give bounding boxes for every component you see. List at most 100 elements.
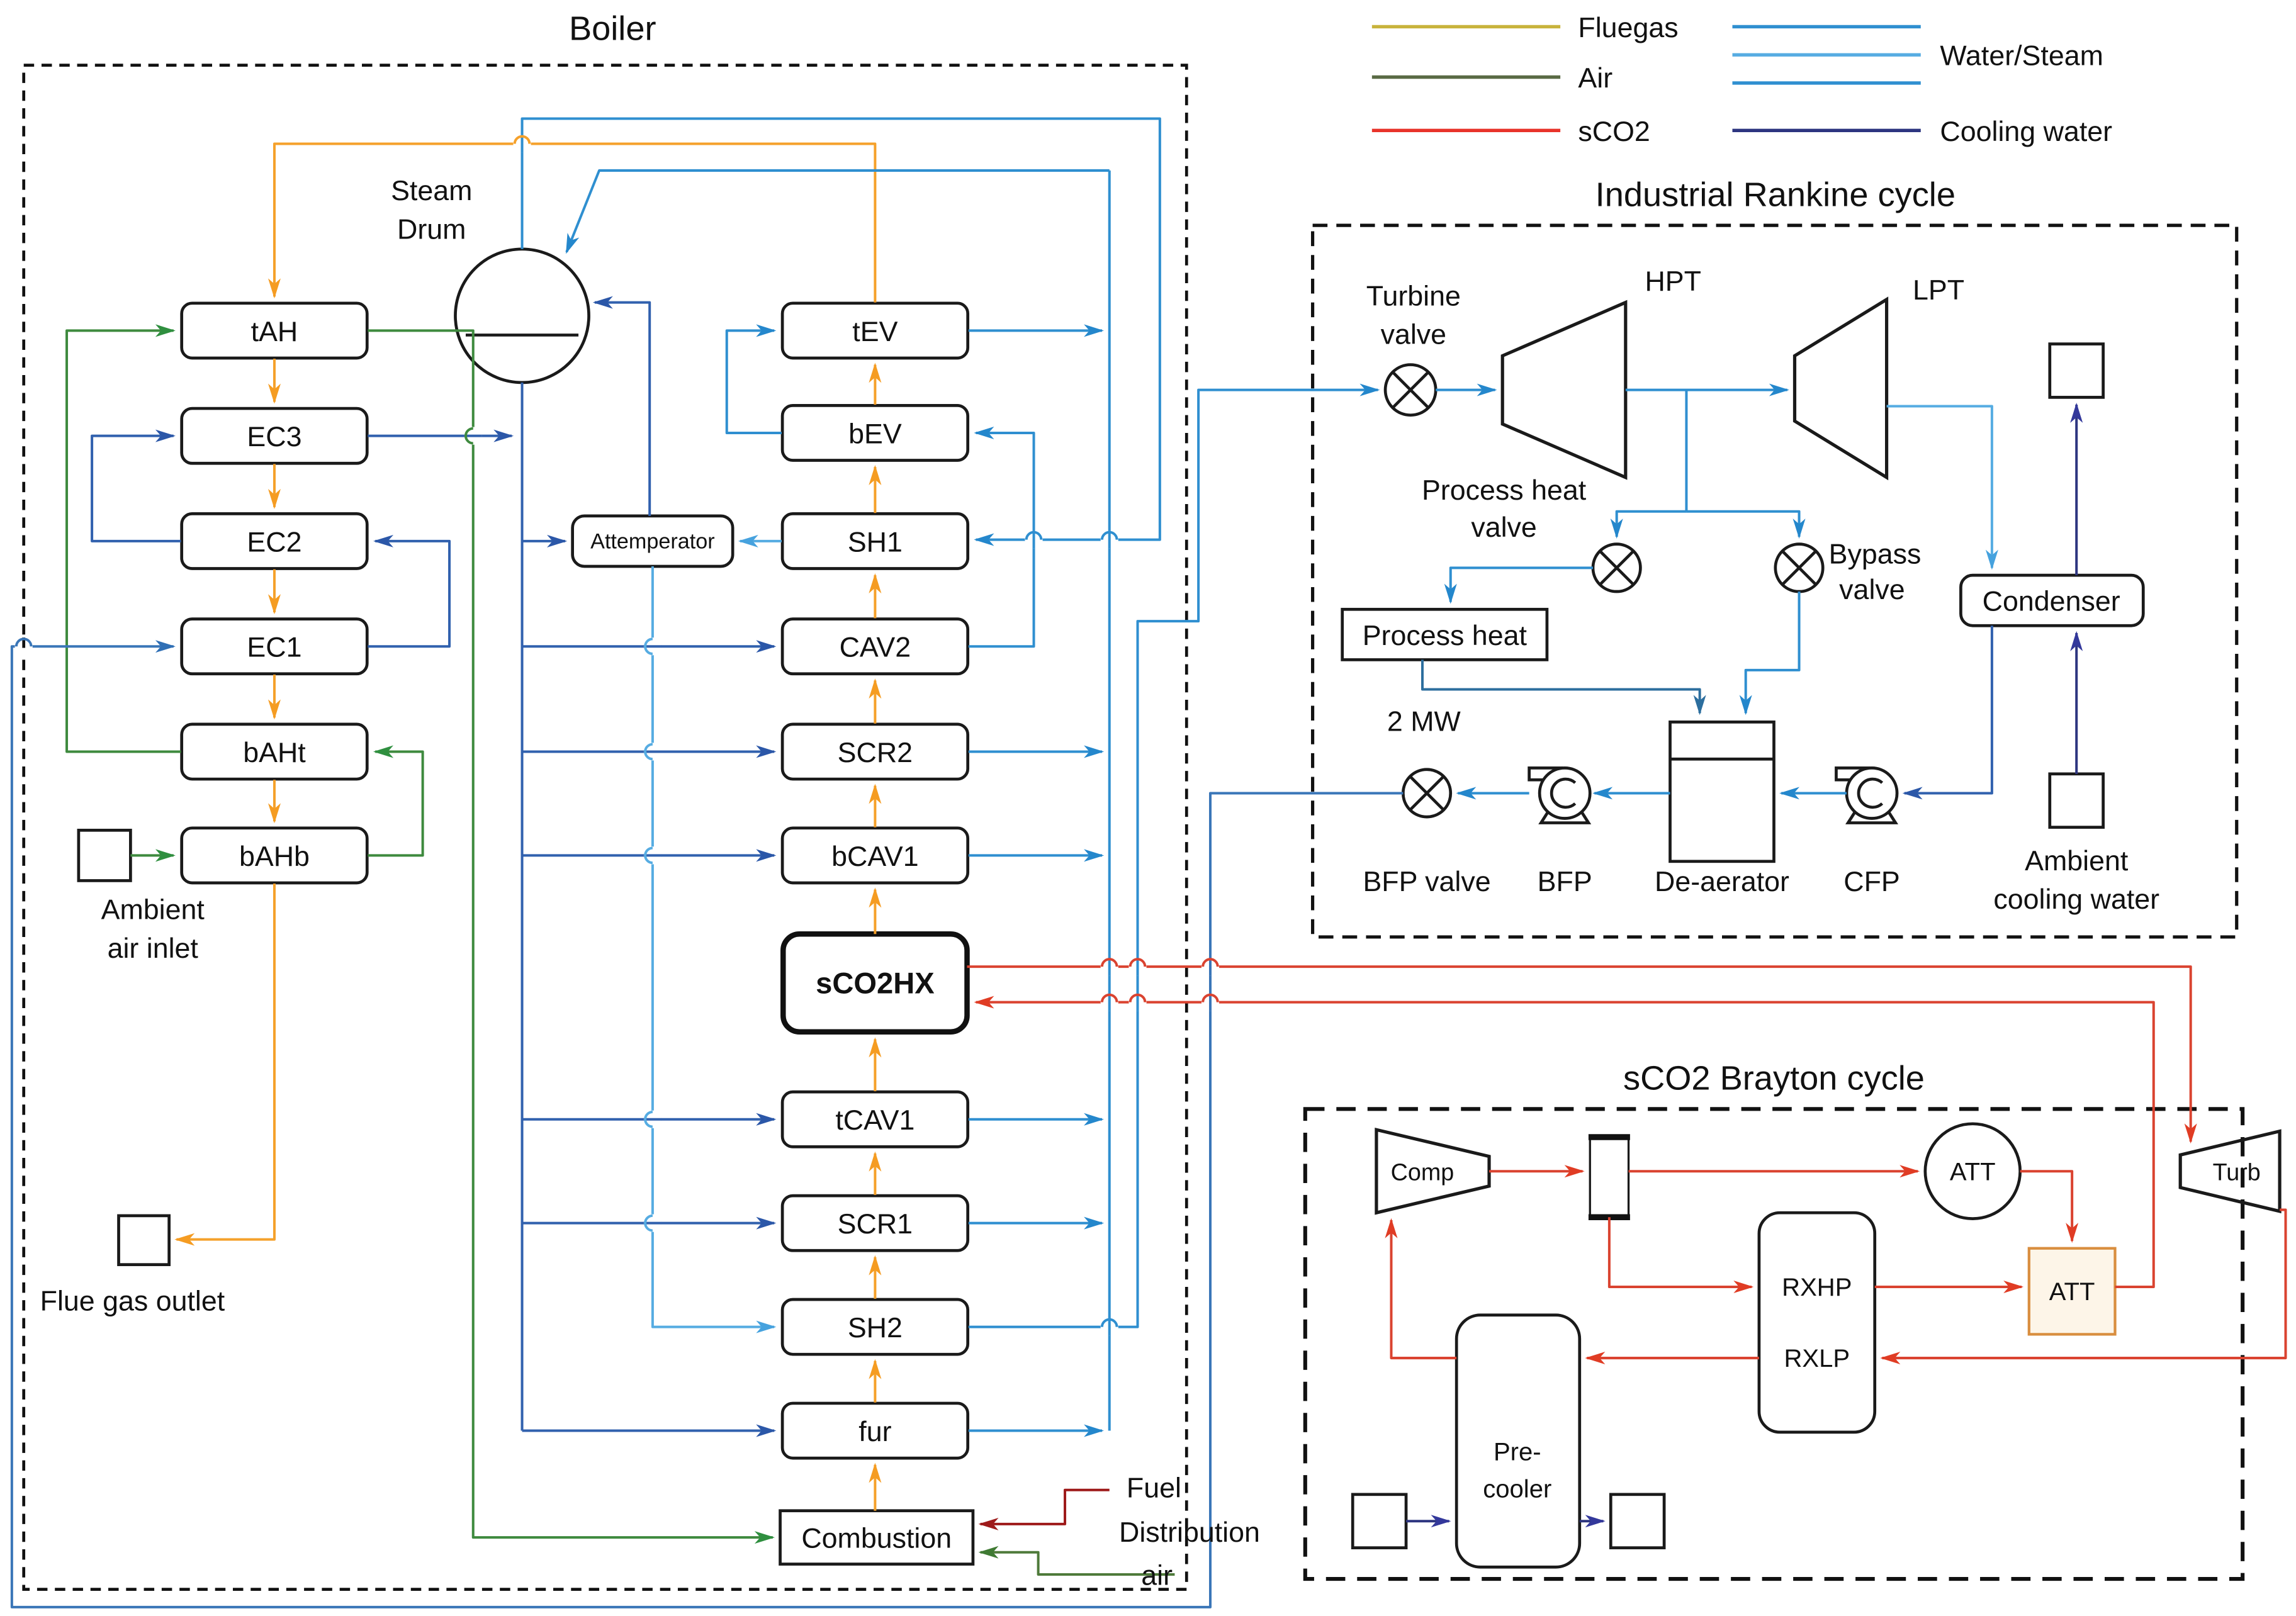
label-flue-gas-outlet: Flue gas outlet <box>40 1286 225 1317</box>
label-rxhp: RXHP <box>1782 1274 1852 1301</box>
rankine-boundary <box>1310 223 2239 939</box>
boiler-boundary <box>22 64 1188 1591</box>
water-lightsky-lines <box>651 405 1998 1333</box>
cooling-water-lines <box>1406 402 2083 1528</box>
sco2-flow-lines <box>967 965 2287 1365</box>
label-bypass-valve-2: valve <box>1839 574 1905 605</box>
label-turbine-valve-1: Turbine <box>1366 280 1461 311</box>
flow-splitter <box>1588 1134 1630 1220</box>
flue-gas-outlet-square <box>117 1214 171 1266</box>
brayton-title: sCO2 Brayton cycle <box>1623 1060 1925 1097</box>
label-fuel: Fuel <box>1127 1473 1181 1504</box>
bfp-valve-icon <box>1401 768 1453 819</box>
label-SH2: SH2 <box>848 1312 903 1344</box>
legend-fluegas-label: Fluegas <box>1578 12 1678 43</box>
rankine-labels: Turbine valve HPT LPT Process heat valve… <box>1363 266 2159 915</box>
label-sCO2HX: sCO2HX <box>816 967 935 1000</box>
box-CAV2 <box>780 617 970 676</box>
process-heat-box <box>1341 607 1549 661</box>
label-CAV2: CAV2 <box>840 632 911 663</box>
label-bfp-valve: BFP valve <box>1363 866 1490 897</box>
feedwater-return-line <box>10 640 1404 1608</box>
water-royal-lines <box>91 296 1993 1437</box>
label-ambient-air-2: air inlet <box>108 933 199 964</box>
label-att-heater: ATT <box>2049 1278 2095 1306</box>
box-bAHt <box>180 722 369 781</box>
box-SH1 <box>780 512 970 570</box>
recuperator-box <box>1757 1211 1877 1434</box>
brayton-boundary <box>1303 1107 2245 1581</box>
label-2mw: 2 MW <box>1387 705 1461 737</box>
label-process-heat-valve-2: valve <box>1471 512 1536 543</box>
box-tCAV1 <box>780 1090 970 1148</box>
label-tCAV1: tCAV1 <box>835 1104 914 1136</box>
label-bypass-valve-1: Bypass <box>1829 538 1922 570</box>
label-process-heat-valve-1: Process heat <box>1422 474 1587 506</box>
box-SCR2 <box>780 722 970 781</box>
cooling-in-square <box>1351 1493 1408 1549</box>
compressor-symbol <box>1375 1127 1491 1215</box>
label-ambient-cooling-1: Ambient <box>2025 845 2129 877</box>
label-EC1: EC1 <box>247 632 301 663</box>
label-lpt: LPT <box>1913 274 1964 306</box>
label-ambient-cooling-2: cooling water <box>1993 884 2159 915</box>
label-bfp: BFP <box>1538 866 1592 897</box>
legend-coolingwater-label: Cooling water <box>1940 116 2112 147</box>
boiler-shapes <box>77 247 975 1566</box>
turbine-valve-icon <box>1383 363 1438 417</box>
water-sky-lines <box>521 117 1847 1437</box>
label-SCR2: SCR2 <box>838 737 913 768</box>
label-attemperator: Attemperator <box>590 530 714 554</box>
air-flow-lines <box>65 324 1175 1576</box>
label-precooler-2: cooler <box>1483 1476 1551 1503</box>
label-steam-drum-2: Drum <box>397 213 466 245</box>
box-EC2 <box>180 512 369 570</box>
hpt-turbine-symbol <box>1500 300 1628 480</box>
label-SCR1: SCR1 <box>838 1208 913 1240</box>
box-bEV <box>780 404 970 462</box>
brayton-turbine-symbol <box>2178 1129 2282 1214</box>
boiler-title: Boiler <box>569 10 656 48</box>
label-fur: fur <box>858 1416 891 1447</box>
fluegas-flow-lines <box>174 142 882 1511</box>
rankine-title: Industrial Rankine cycle <box>1595 176 1956 213</box>
deaerator-vessel <box>1669 720 1775 863</box>
cfp-pump-icon <box>1835 766 1899 824</box>
box-SCR1 <box>780 1194 970 1252</box>
process-heat-valve-icon <box>1591 542 1642 593</box>
label-bAHb: bAHb <box>239 841 310 872</box>
box-tAH <box>180 301 369 360</box>
fuel-flow-line <box>978 1488 1110 1530</box>
label-bCAV1: bCAV1 <box>831 841 918 872</box>
label-ambient-air-1: Ambient <box>101 894 205 926</box>
label-turbine-valve-2: valve <box>1381 319 1446 351</box>
label-tEV: tEV <box>852 316 898 347</box>
label-process-heat: Process heat <box>1363 620 1528 651</box>
label-combustion: Combustion <box>801 1523 952 1554</box>
box-bCAV1 <box>780 826 970 885</box>
box-fur <box>780 1401 970 1460</box>
cooling-water-outlet-square <box>2048 342 2105 399</box>
box-tEV <box>780 301 970 360</box>
label-tAH: tAH <box>251 316 298 347</box>
label-SH1: SH1 <box>848 526 903 558</box>
boiler-labels: tAH EC3 EC2 EC1 bAHt bAHb tEV bEV SH1 CA… <box>40 175 1260 1591</box>
label-distribution-air-2: air <box>1141 1560 1173 1591</box>
rankine-shapes <box>1341 296 2145 863</box>
lpt-turbine-symbol <box>1792 296 1889 481</box>
brayton-shapes <box>1351 1122 2282 1569</box>
box-SH2 <box>780 1298 970 1356</box>
brayton-labels: Comp Turb ATT ATT RXHP RXLP Pre- cooler <box>1391 1158 2261 1503</box>
label-EC2: EC2 <box>247 526 301 558</box>
legend-watersteam-label: Water/Steam <box>1940 40 2103 72</box>
att-heater-box <box>2027 1247 2117 1336</box>
legend-air-label: Air <box>1578 62 1612 94</box>
legend: Fluegas Air sCO2 Water/Steam Cooling wat… <box>1371 12 2112 147</box>
ambient-cooling-water-square <box>2048 772 2105 829</box>
label-cfp: CFP <box>1843 866 1900 897</box>
label-bAHt: bAHt <box>243 737 306 768</box>
label-comp: Comp <box>1391 1159 1455 1185</box>
box-EC1 <box>180 617 369 676</box>
